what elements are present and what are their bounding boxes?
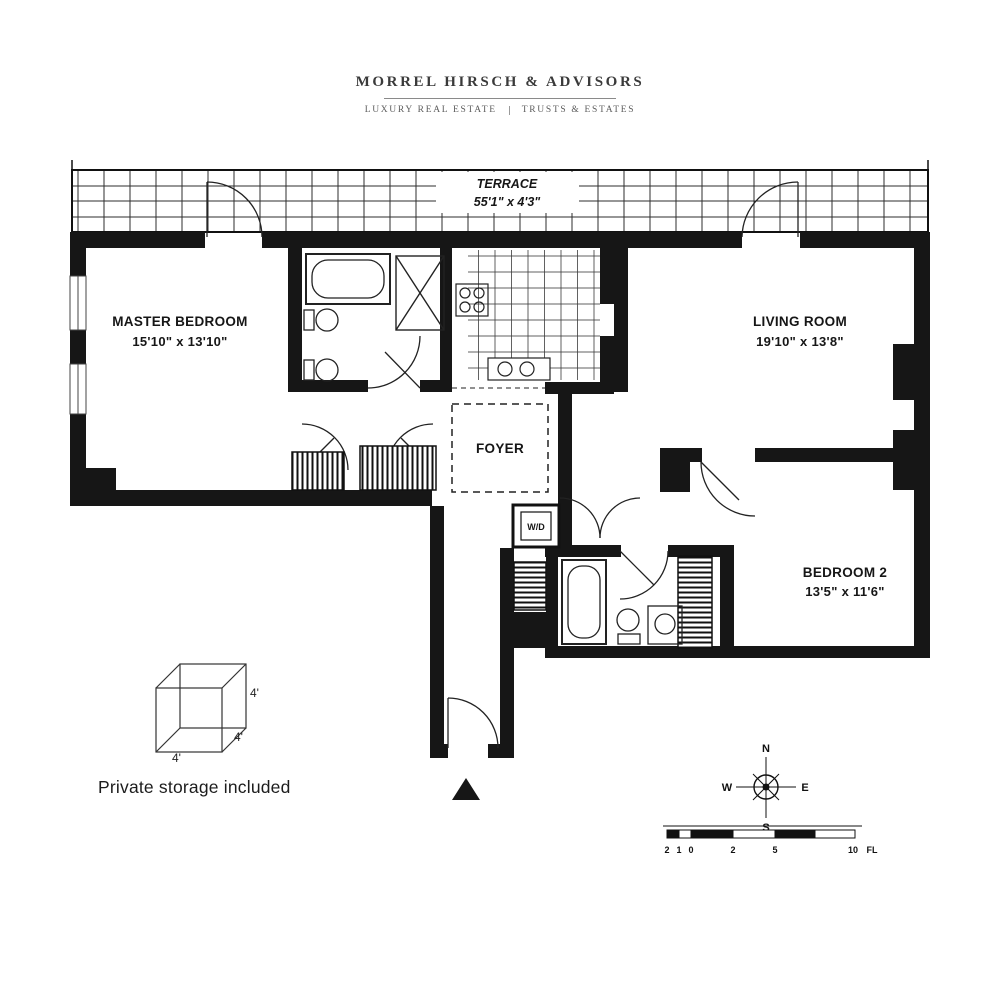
- washer-dryer-box: W/D: [511, 503, 561, 549]
- tagline-left: LUXURY REAL ESTATE: [364, 105, 497, 115]
- scale-bar: 2 1 0 2 5 10 FL: [663, 825, 878, 855]
- tagline-right: TRUSTS & ESTATES: [521, 105, 636, 115]
- kitchen: [452, 250, 600, 389]
- stove-icon: [455, 283, 489, 317]
- bidet-icon: [303, 358, 339, 382]
- toilet-icon: [303, 308, 339, 332]
- scale-label-0: 2: [664, 845, 669, 855]
- brand-tagline: LUXURY REAL ESTATE TRUSTS & ESTATES: [0, 105, 1000, 115]
- compass-east-label: E: [801, 782, 808, 794]
- kitchen-sink-icon: [487, 357, 551, 381]
- scale-label-4: 5: [772, 845, 777, 855]
- bathroom-1: [303, 253, 445, 382]
- master-bedroom-dims: 15'10" x 13'10": [132, 334, 227, 349]
- master-bedroom-label: MASTER BEDROOM: [112, 314, 247, 329]
- scale-unit-label: FL: [867, 845, 878, 855]
- living-room-label: LIVING ROOM: [753, 314, 847, 329]
- shower-icon: [395, 255, 445, 331]
- bedroom-2-dims: 13'5" x 11'6": [805, 584, 885, 599]
- compass-north-label: N: [762, 743, 770, 755]
- terrace-label: TERRACE: [477, 177, 538, 191]
- terrace-label-box: [436, 172, 579, 213]
- brand-divider: [384, 98, 616, 99]
- scale-label-1: 1: [676, 845, 681, 855]
- bedroom-2-label: BEDROOM 2: [803, 565, 887, 580]
- compass-west-label: W: [722, 782, 733, 794]
- storage-cube-icon: [155, 663, 247, 753]
- scale-label-3: 2: [730, 845, 735, 855]
- bathtub-icon: [305, 253, 391, 305]
- foyer-label: FOYER: [476, 441, 524, 456]
- walls: [70, 232, 930, 758]
- compass-south-label: S: [762, 822, 769, 834]
- bathtub-2-icon: [561, 559, 607, 645]
- washer-dryer-label: W/D: [527, 522, 545, 532]
- compass-rose-icon: [736, 757, 796, 818]
- storage-note: Private storage included: [98, 777, 291, 797]
- scale-label-5: 10: [848, 845, 858, 855]
- foyer-outline: [451, 403, 549, 493]
- terrace-dims: 55'1" x 4'3": [474, 195, 542, 209]
- bathroom-2: [561, 559, 683, 645]
- living-room-dims: 19'10" x 13'8": [756, 334, 844, 349]
- brand-name: MORREL HIRSCH & ADVISORS: [355, 74, 645, 90]
- closets: [291, 445, 713, 649]
- storage-dim-side: 4': [234, 730, 243, 744]
- door-swings: [206, 181, 799, 749]
- brokerage-header: MORREL HIRSCH & ADVISORS LUXURY REAL EST…: [0, 74, 1000, 115]
- toilet-2-icon: [616, 608, 641, 645]
- storage-dim-top: 4': [250, 686, 259, 700]
- tagline-separator: [508, 105, 510, 115]
- scale-label-2: 0: [688, 845, 693, 855]
- storage-dim-bottom: 4': [172, 751, 181, 765]
- entry-triangle-icon: [452, 778, 480, 800]
- left-wall-windows: [69, 275, 87, 415]
- sink-2-icon: [647, 605, 683, 645]
